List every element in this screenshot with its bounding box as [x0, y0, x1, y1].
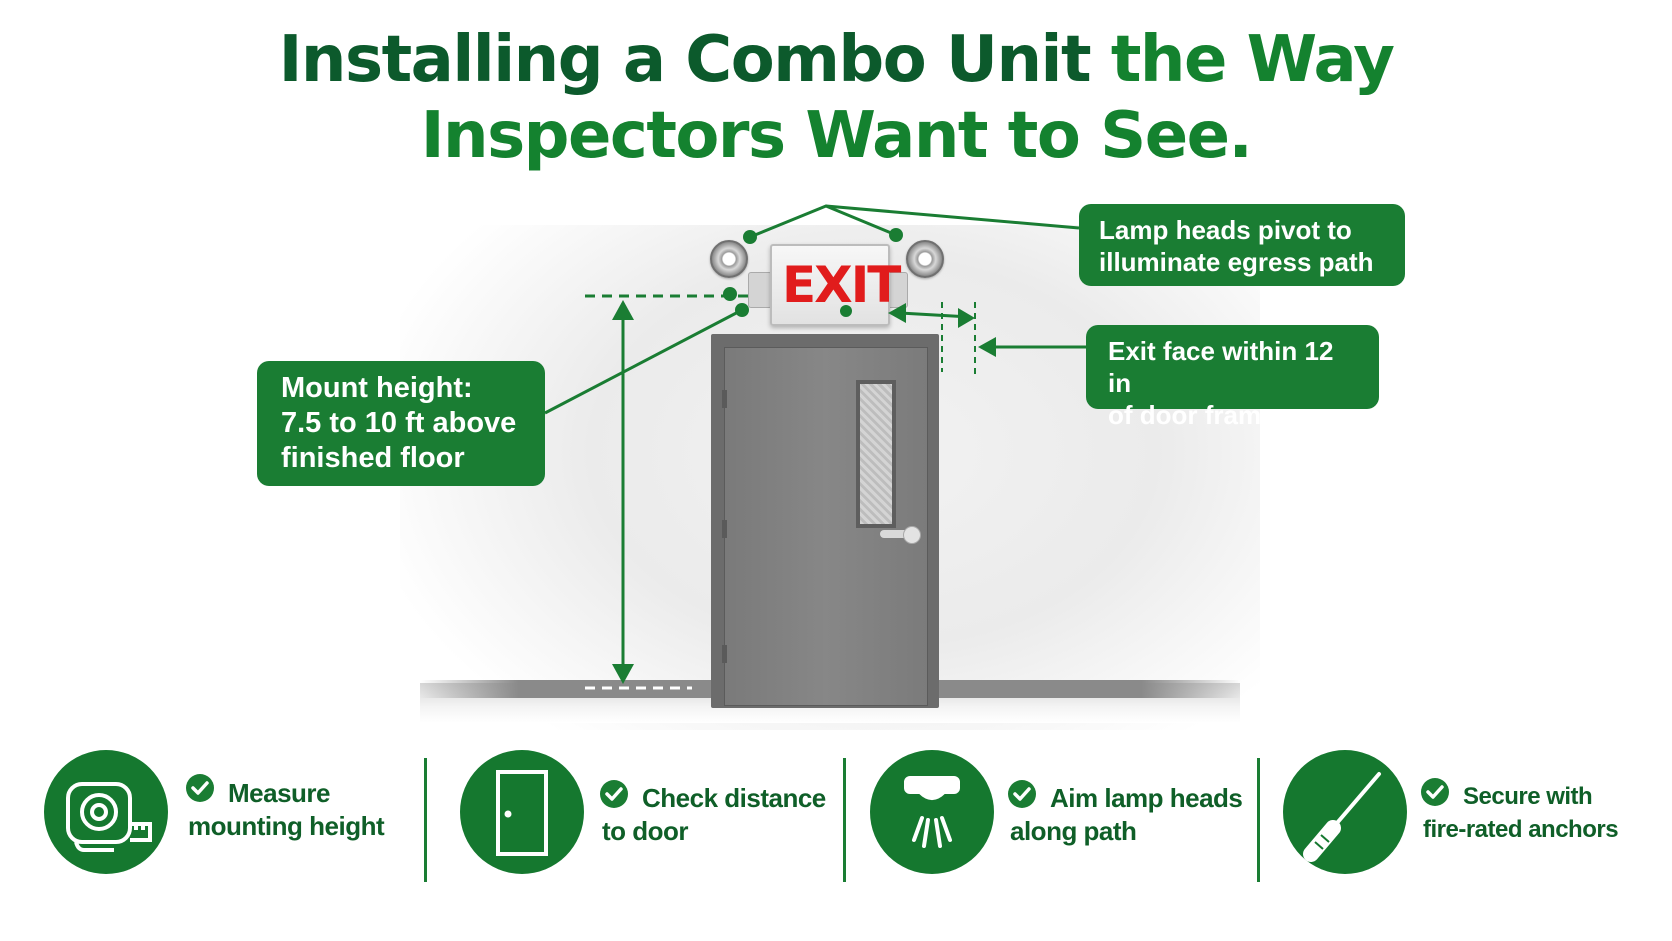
anchor-dot [889, 228, 903, 242]
door-window [856, 380, 896, 528]
anchor-dot [723, 287, 737, 301]
callout-lamp-heads-line1: Lamp heads pivot to [1099, 215, 1352, 245]
step-aim-lamp-heads: Aim lamp heads along path [1010, 782, 1250, 848]
step-measure-line2: mounting height [188, 811, 385, 841]
step-measure-line1: Measure [228, 778, 331, 808]
check-icon [1008, 780, 1036, 808]
step-measure: Measure mounting height [188, 777, 418, 843]
step-aim-lamp-heads-line1: Aim lamp heads [1050, 783, 1243, 813]
check-icon [1421, 778, 1449, 806]
lamp-heads-icon [870, 750, 994, 874]
anchor-dot [743, 230, 757, 244]
anchor-dot [735, 303, 749, 317]
step-check-distance-line2: to door [602, 816, 689, 846]
step-aim-lamp-heads-line2: along path [1010, 816, 1137, 846]
mount-leader-line [544, 308, 743, 415]
step-check-distance: Check distance to door [602, 782, 832, 848]
check-icon [186, 774, 214, 802]
door-hinge [722, 390, 727, 408]
page-title: Installing a Combo Unit the Way Inspecto… [0, 22, 1672, 174]
check-icon [600, 780, 628, 808]
exit-sign: EXIT [770, 244, 901, 326]
callout-exit-face: Exit face within 12 in of door frame [1086, 325, 1379, 430]
lamp-head-right-icon [906, 240, 944, 278]
callout-mount-height-line1: Mount height: [281, 372, 473, 404]
step-secure-anchors: Secure with fire-rated anchors [1423, 780, 1663, 846]
step-divider [424, 758, 427, 882]
screwdriver-icon [1283, 750, 1407, 874]
step-divider [843, 758, 846, 882]
callout-exit-face-line1: Exit face within 12 in [1108, 336, 1334, 398]
exit-leader-arrow [978, 337, 996, 357]
title-line1-bright: the Way [1110, 23, 1395, 97]
height-arrow-down [612, 664, 634, 684]
door-handle-rose [903, 526, 921, 544]
door-hinge [722, 520, 727, 538]
height-arrow-up [612, 300, 634, 320]
exit-arrow-right [958, 308, 975, 328]
step-secure-anchors-line2: fire-rated anchors [1423, 816, 1619, 843]
title-line2: Inspectors Want to See. [420, 99, 1253, 173]
callout-mount-height: Mount height: 7.5 to 10 ft above finishe… [257, 361, 545, 486]
door-handle [880, 530, 916, 538]
step-secure-anchors-line1: Secure with [1463, 783, 1593, 810]
anchor-dot [840, 305, 852, 317]
lamp-leader-line [825, 204, 1080, 230]
lamp-head-left-icon [710, 240, 748, 278]
step-divider [1257, 758, 1260, 882]
tape-measure-icon [44, 750, 168, 874]
callout-exit-face-line2: of door frame [1108, 400, 1276, 430]
callout-lamp-heads: Lamp heads pivot to illuminate egress pa… [1079, 204, 1405, 286]
callout-mount-height-line3: finished floor [281, 442, 465, 474]
callout-mount-height-line2: 7.5 to 10 ft above [281, 407, 517, 439]
door-hinge [722, 645, 727, 663]
callout-lamp-heads-line2: illuminate egress path [1099, 247, 1374, 277]
step-check-distance-line1: Check distance [642, 783, 826, 813]
lamp-arm-left [748, 272, 772, 308]
title-line1-dark: Installing a Combo Unit [278, 23, 1111, 97]
door-icon [460, 750, 584, 874]
exit-arrow-left [888, 303, 906, 323]
